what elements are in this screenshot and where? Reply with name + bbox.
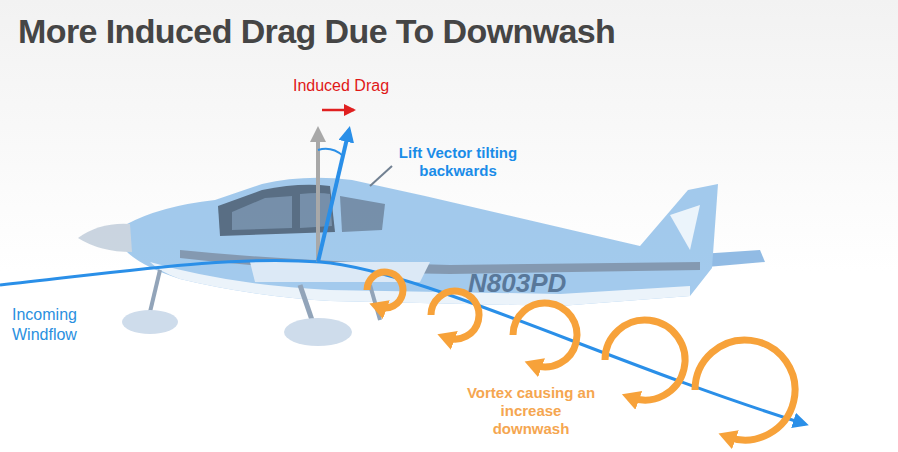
tail-number: N803PD	[468, 268, 566, 299]
windflow-line	[0, 260, 805, 424]
induced-drag-label: Induced Drag	[276, 77, 406, 95]
airplane	[78, 166, 765, 346]
tilt-angle-arc	[318, 149, 343, 156]
lift-vector-label: Lift Vector tilting backwards	[388, 144, 528, 180]
tilted-lift-vector	[318, 130, 349, 262]
diagram-title: More Induced Drag Due To Downwash	[18, 12, 615, 51]
vortex-label: Vortex causing an increase downwash	[462, 384, 600, 438]
windflow-label: Incoming Windflow	[12, 305, 107, 345]
vortex-arrows	[367, 272, 795, 440]
induced-drag-arrow	[322, 109, 354, 112]
